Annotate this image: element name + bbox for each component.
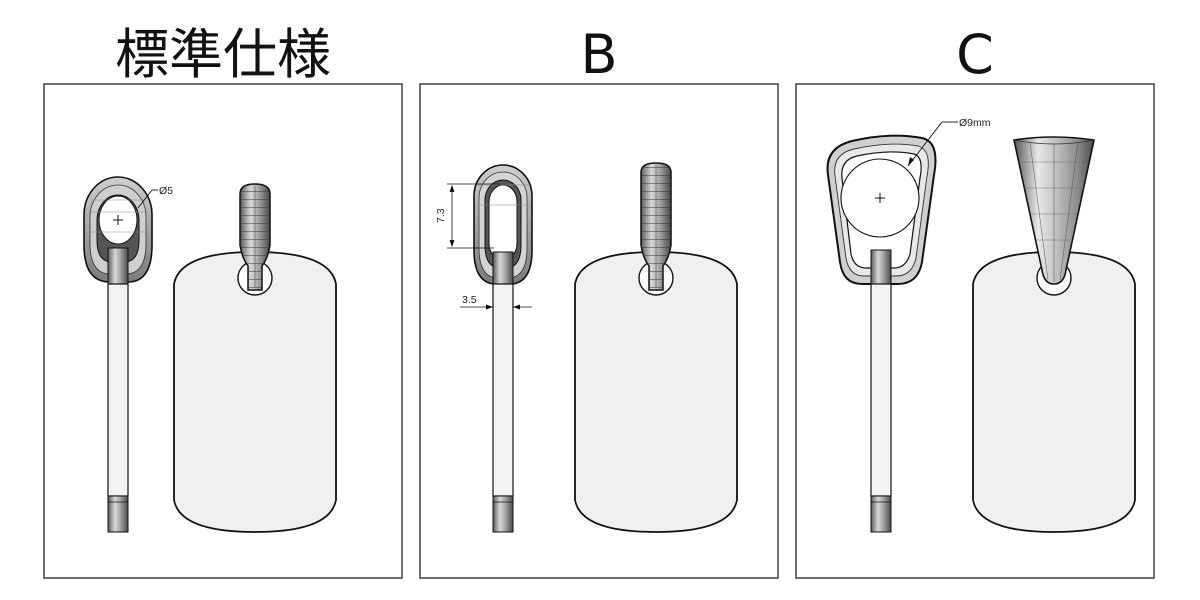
dimension-label-o9mm: Ø9mm xyxy=(959,117,991,129)
panel-b: 7.3 3.5 xyxy=(419,83,779,579)
panel-title-b: B xyxy=(580,23,618,86)
dimension-label-3-5: 3.5 xyxy=(462,294,477,306)
panel-title-standard: 標準仕様 xyxy=(115,23,331,86)
bail-front-view xyxy=(640,162,672,291)
tag-front-view xyxy=(574,251,738,533)
leader-line xyxy=(907,121,943,167)
tag-side-view xyxy=(492,251,514,533)
bail-side-view xyxy=(826,134,937,285)
panel-frame xyxy=(419,83,779,579)
tag-side-view xyxy=(870,249,892,533)
dimension-label-o5: Ø5 xyxy=(159,185,173,197)
panel-c: Ø9mm xyxy=(795,83,1155,579)
bail-side-view xyxy=(83,176,153,283)
tag-front-view xyxy=(972,251,1136,533)
tag-side-view xyxy=(107,247,129,533)
panel-standard: Ø5 xyxy=(43,83,403,579)
tag-front-view xyxy=(173,251,337,533)
leader-line xyxy=(137,189,153,209)
dimension-label-7-3: 7.3 xyxy=(435,208,447,223)
dimension-7-3 xyxy=(447,183,500,249)
bail-front-view xyxy=(1013,136,1095,285)
bail-front-view xyxy=(239,183,271,291)
panel-title-c: C xyxy=(956,23,994,86)
bail-side-view xyxy=(473,164,533,285)
panel-frame xyxy=(43,83,403,579)
dimension-3-5 xyxy=(460,284,532,312)
panel-frame xyxy=(795,83,1155,579)
